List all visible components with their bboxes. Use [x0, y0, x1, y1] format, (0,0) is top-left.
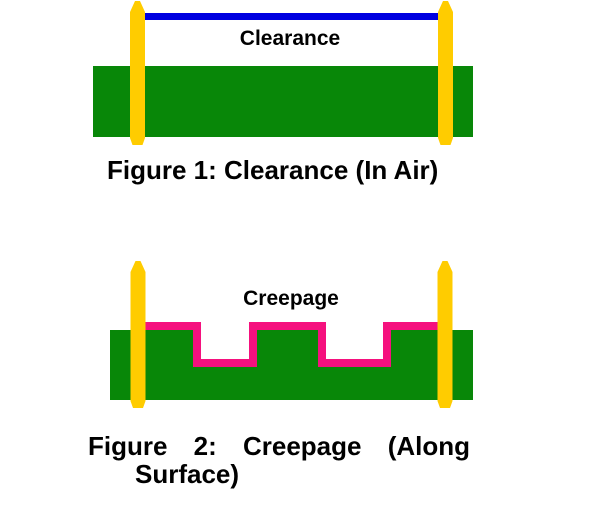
- pin-right-fig1: [438, 1, 453, 145]
- pcb-board-grooved-fig2: [110, 330, 473, 400]
- pin-left-fig1: [130, 1, 145, 145]
- caption-word: Creepage: [242, 431, 362, 461]
- pin-left-fig2: [130, 261, 146, 408]
- clearance-label: Clearance: [239, 27, 341, 50]
- creepage-label: Creepage: [243, 287, 339, 310]
- pin-right-fig2: [437, 261, 453, 408]
- figure2-caption-line2: Surface): [135, 459, 240, 489]
- pcb-board-fig1: [93, 66, 473, 137]
- figure2-caption-line1: Figure 2: Creepage (Along: [88, 432, 470, 460]
- figure2-caption: Figure 2: Creepage (Along Surface): [88, 432, 470, 488]
- caption-word: Figure: [88, 431, 168, 461]
- creepage-path: [141, 322, 441, 367]
- caption-word: 2:: [193, 431, 217, 461]
- caption-word: (Along: [387, 431, 470, 461]
- figure2-diagram: [110, 261, 473, 408]
- figure1-diagram: [93, 1, 473, 145]
- clearance-line: [141, 13, 445, 20]
- figure1-caption: Figure 1: Clearance (In Air): [107, 155, 439, 185]
